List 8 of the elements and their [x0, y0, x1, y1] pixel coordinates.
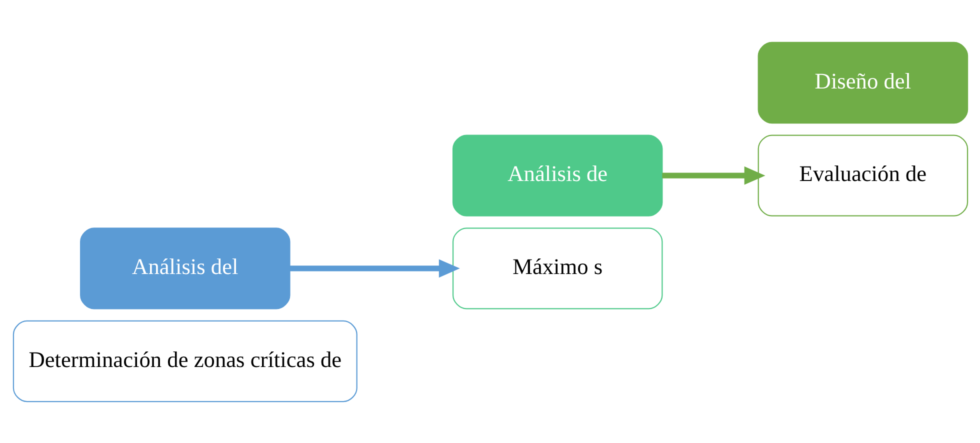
node-box: Evaluación de	[757, 134, 968, 216]
node-box: Diseño del	[757, 41, 968, 124]
node-box: Análisis de	[452, 134, 662, 216]
arrow	[662, 166, 765, 184]
node-box: Máximo s	[452, 227, 662, 309]
node-box: Análisis del	[80, 227, 290, 309]
node-box: Determinación de zonas críticas de	[12, 320, 357, 402]
arrow	[289, 258, 460, 278]
